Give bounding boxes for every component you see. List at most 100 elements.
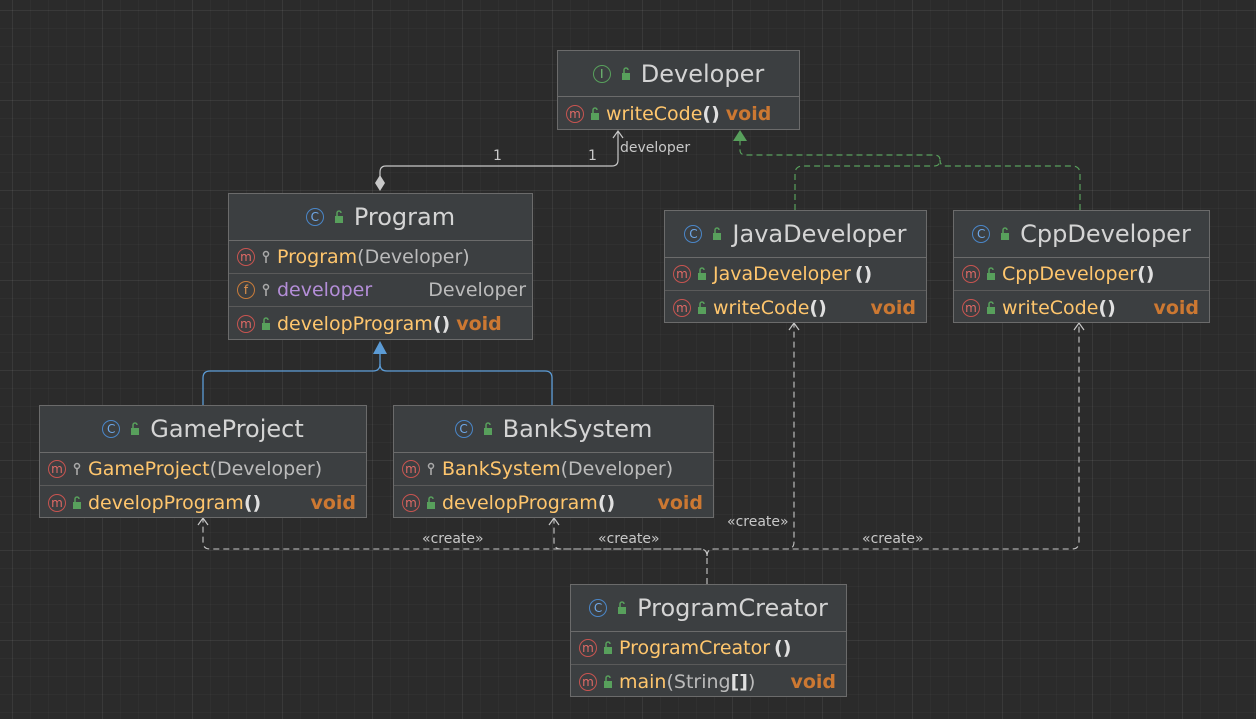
method-parens: () xyxy=(809,296,827,319)
method-icon: m xyxy=(673,298,691,317)
node-header: C Program xyxy=(229,194,532,241)
method-name: main xyxy=(619,670,667,693)
method-icon: m xyxy=(48,493,66,512)
java-developer-class-node[interactable]: C JavaDeveloper m JavaDeveloper() m writ… xyxy=(664,210,927,323)
member-row[interactable]: m developProgram() void xyxy=(40,486,366,519)
realization-arrowhead xyxy=(733,130,747,141)
program-class-node[interactable]: C Program m Program(Developer) f develop… xyxy=(228,193,533,340)
method-icon: m xyxy=(402,460,420,478)
public-lock-icon xyxy=(987,300,995,314)
method-params-start: (String xyxy=(666,670,731,693)
method-params-end: ) xyxy=(747,670,756,693)
package-key-icon xyxy=(427,462,435,475)
member-row[interactable]: m BankSystem(Developer) xyxy=(394,453,713,486)
public-lock-icon xyxy=(334,210,343,223)
field-name: developer xyxy=(277,279,373,301)
public-lock-icon xyxy=(621,66,630,80)
method-icon: m xyxy=(237,314,255,333)
node-header: C BankSystem xyxy=(394,406,713,453)
create-label-java: «create» xyxy=(727,514,789,530)
node-header: I Developer xyxy=(558,51,799,97)
node-header: C CppDeveloper xyxy=(954,211,1209,258)
method-icon: m xyxy=(237,248,255,266)
method-name: CppDeveloper xyxy=(1002,263,1138,285)
inheritance-arrowhead xyxy=(373,341,387,354)
method-parens: () xyxy=(432,312,451,335)
method-parens: () xyxy=(854,263,873,285)
package-key-icon xyxy=(73,462,81,475)
method-icon: m xyxy=(673,265,691,283)
member-row[interactable]: m developProgram() void xyxy=(394,486,713,519)
association-arrow xyxy=(612,129,624,139)
inheritance-edge-game xyxy=(202,352,381,405)
program-creator-class-node[interactable]: C ProgramCreator m ProgramCreator() m ma… xyxy=(570,584,847,697)
create-edge-game xyxy=(202,519,708,584)
member-row[interactable]: m Program(Developer) xyxy=(229,241,532,274)
member-row[interactable]: m GameProject(Developer) xyxy=(40,453,366,486)
method-icon: m xyxy=(962,298,980,317)
member-row[interactable]: m main(String[]) void xyxy=(571,665,846,698)
bank-system-class-node[interactable]: C BankSystem m BankSystem(Developer) m d… xyxy=(393,405,714,518)
method-icon: m xyxy=(579,639,597,657)
method-name: writeCode xyxy=(713,296,810,319)
public-lock-icon xyxy=(604,641,612,654)
node-title: Developer xyxy=(640,59,765,88)
return-type: void xyxy=(870,296,916,319)
public-lock-icon xyxy=(987,267,995,280)
member-row[interactable]: m developProgram() void xyxy=(229,307,532,340)
cpp-developer-class-node[interactable]: C CppDeveloper m CppDeveloper() m writeC… xyxy=(953,210,1210,323)
public-lock-icon xyxy=(604,674,612,688)
node-title: CppDeveloper xyxy=(1020,220,1191,248)
method-name: developProgram xyxy=(277,312,433,335)
game-project-class-node[interactable]: C GameProject m GameProject(Developer) m… xyxy=(39,405,367,518)
member-row[interactable]: f developer Developer xyxy=(229,274,532,307)
member-row[interactable]: m writeCode() void xyxy=(954,291,1209,324)
member-row[interactable]: m ProgramCreator() xyxy=(571,632,846,665)
create-edge-cpp xyxy=(706,324,1080,557)
node-header: C GameProject xyxy=(40,406,366,453)
field-icon: f xyxy=(237,281,255,299)
method-name: Program xyxy=(277,246,358,268)
developer-interface-node[interactable]: I Developer m writeCode() void xyxy=(557,50,800,130)
member-row[interactable]: m CppDeveloper() xyxy=(954,258,1209,291)
realization-edge-cpp xyxy=(939,159,1081,210)
class-icon: C xyxy=(684,225,703,243)
association-to-multiplicity: 1 xyxy=(588,148,597,164)
node-header: C JavaDeveloper xyxy=(665,211,926,258)
member-row[interactable]: m JavaDeveloper() xyxy=(665,258,926,291)
public-lock-icon xyxy=(262,316,270,330)
method-parens: () xyxy=(243,491,262,514)
node-title: ProgramCreator xyxy=(637,594,828,622)
create-arrow-cpp xyxy=(1073,321,1085,331)
return-type: void xyxy=(790,670,836,693)
class-icon: C xyxy=(454,420,473,438)
create-label-game: «create» xyxy=(422,531,484,547)
method-parens: () xyxy=(774,637,792,659)
node-header: C ProgramCreator xyxy=(571,585,846,632)
member-row[interactable]: m writeCode() void xyxy=(558,97,799,131)
method-name: writeCode xyxy=(1002,296,1099,319)
association-from-multiplicity: 1 xyxy=(493,148,502,164)
return-type: void xyxy=(1153,296,1199,319)
inheritance-edge-bank xyxy=(379,363,553,405)
create-label-cpp: «create» xyxy=(862,531,924,547)
array-brackets: [] xyxy=(730,670,748,693)
public-lock-icon xyxy=(591,107,599,120)
method-icon: m xyxy=(579,672,597,691)
class-icon: C xyxy=(972,225,991,243)
method-params: (Developer) xyxy=(209,458,323,480)
field-type: Developer xyxy=(428,279,526,301)
node-title: BankSystem xyxy=(502,415,653,443)
method-params: (Developer) xyxy=(357,246,470,268)
public-lock-icon xyxy=(73,495,81,509)
method-name: GameProject xyxy=(88,458,210,480)
method-parens: () xyxy=(1137,263,1155,285)
public-lock-icon xyxy=(618,601,627,614)
create-edge-bank xyxy=(553,519,708,557)
member-row[interactable]: m writeCode() void xyxy=(665,291,926,324)
interface-icon: I xyxy=(592,64,611,83)
public-lock-icon xyxy=(131,422,140,435)
public-lock-icon xyxy=(713,227,722,240)
node-title: Program xyxy=(353,203,456,231)
